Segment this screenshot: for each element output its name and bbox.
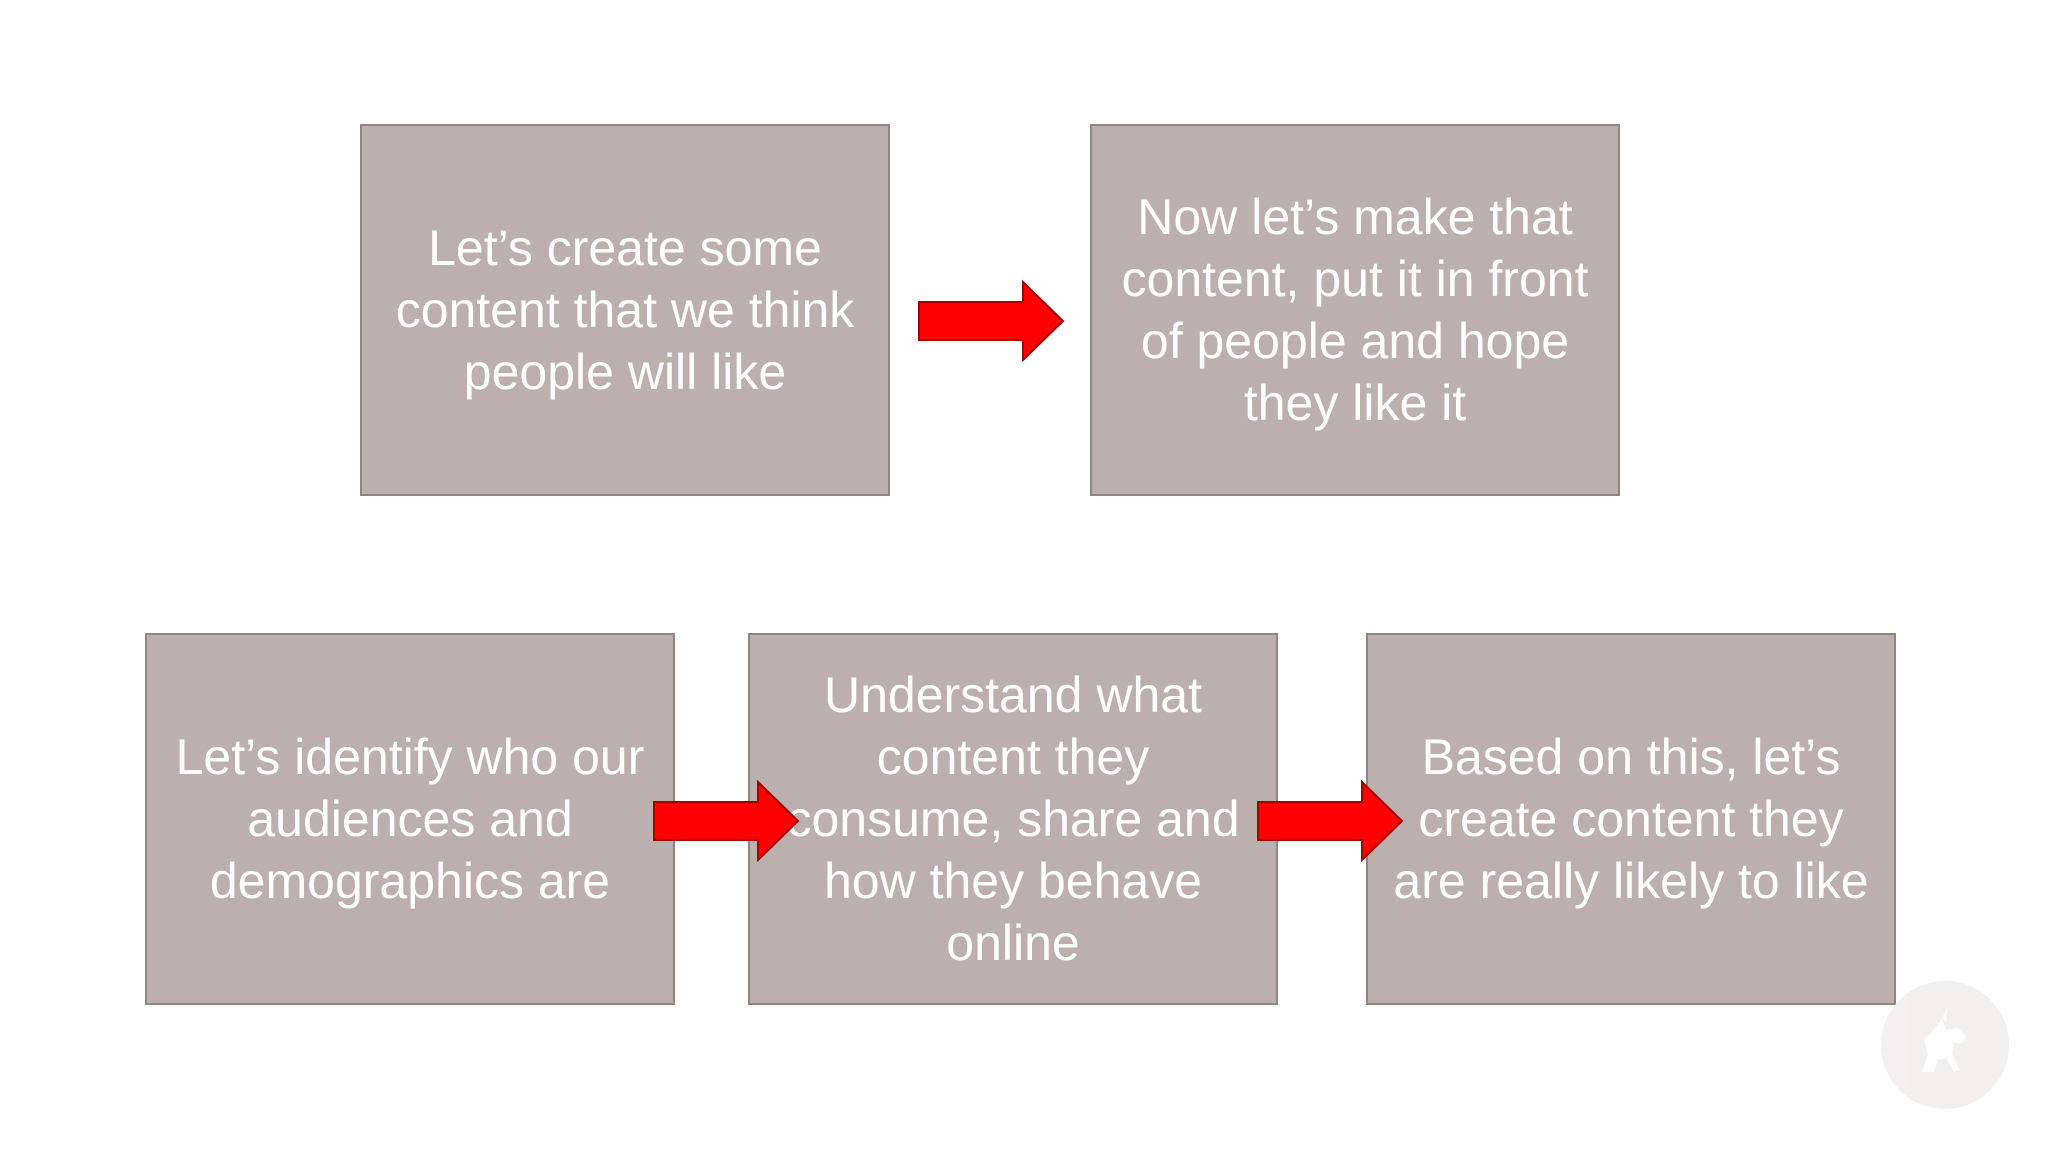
- text-line: content they: [876, 729, 1150, 785]
- text-line: Let’s identify who our: [175, 729, 645, 785]
- bottom-step-3-box: Based on this, let’s create content they…: [1366, 633, 1896, 1005]
- text-line: Understand what: [823, 667, 1202, 723]
- text-line: consume, share and: [786, 791, 1240, 847]
- top-step-1-box: Let’s create some content that we think …: [360, 124, 890, 496]
- arrow-shape: [1257, 780, 1404, 862]
- right-arrow-icon: [653, 780, 800, 862]
- text-line: Let’s create some: [428, 220, 822, 276]
- bottom-step-1-box: Let’s identify who our audiences and dem…: [145, 633, 675, 1005]
- text-line: demographics are: [209, 853, 611, 909]
- text-line: of people and hope: [1140, 313, 1570, 369]
- arrow-shape: [918, 280, 1065, 362]
- unicorn-silhouette: [1922, 1006, 1966, 1072]
- top-step-2-box: Now let’s make that content, put it in f…: [1090, 124, 1620, 496]
- unicorn-logo-icon: [1881, 981, 2009, 1109]
- text-line: they like it: [1243, 375, 1467, 431]
- text-line: online: [946, 915, 1080, 971]
- bottom-step-1-text: Let’s identify who our audiences and dem…: [176, 726, 645, 912]
- top-step-1-text: Let’s create some content that we think …: [396, 217, 855, 403]
- text-line: Based on this, let’s: [1421, 729, 1841, 785]
- text-line: audiences and: [247, 791, 573, 847]
- arrow-shape: [653, 780, 800, 862]
- top-step-2-text: Now let’s make that content, put it in f…: [1122, 186, 1589, 434]
- text-line: create content they: [1418, 791, 1844, 847]
- bottom-step-2-text: Understand what content they consume, sh…: [786, 664, 1239, 974]
- text-line: Now let’s make that: [1137, 189, 1573, 245]
- right-arrow-icon: [1257, 780, 1404, 862]
- text-line: content, put it in front: [1121, 251, 1589, 307]
- text-line: how they behave: [823, 853, 1203, 909]
- text-line: are really likely to like: [1393, 853, 1869, 909]
- bottom-step-2-box: Understand what content they consume, sh…: [748, 633, 1278, 1005]
- text-line: people will like: [463, 344, 787, 400]
- text-line: content that we think: [395, 282, 855, 338]
- bottom-step-3-text: Based on this, let’s create content they…: [1393, 726, 1868, 912]
- right-arrow-icon: [918, 280, 1065, 362]
